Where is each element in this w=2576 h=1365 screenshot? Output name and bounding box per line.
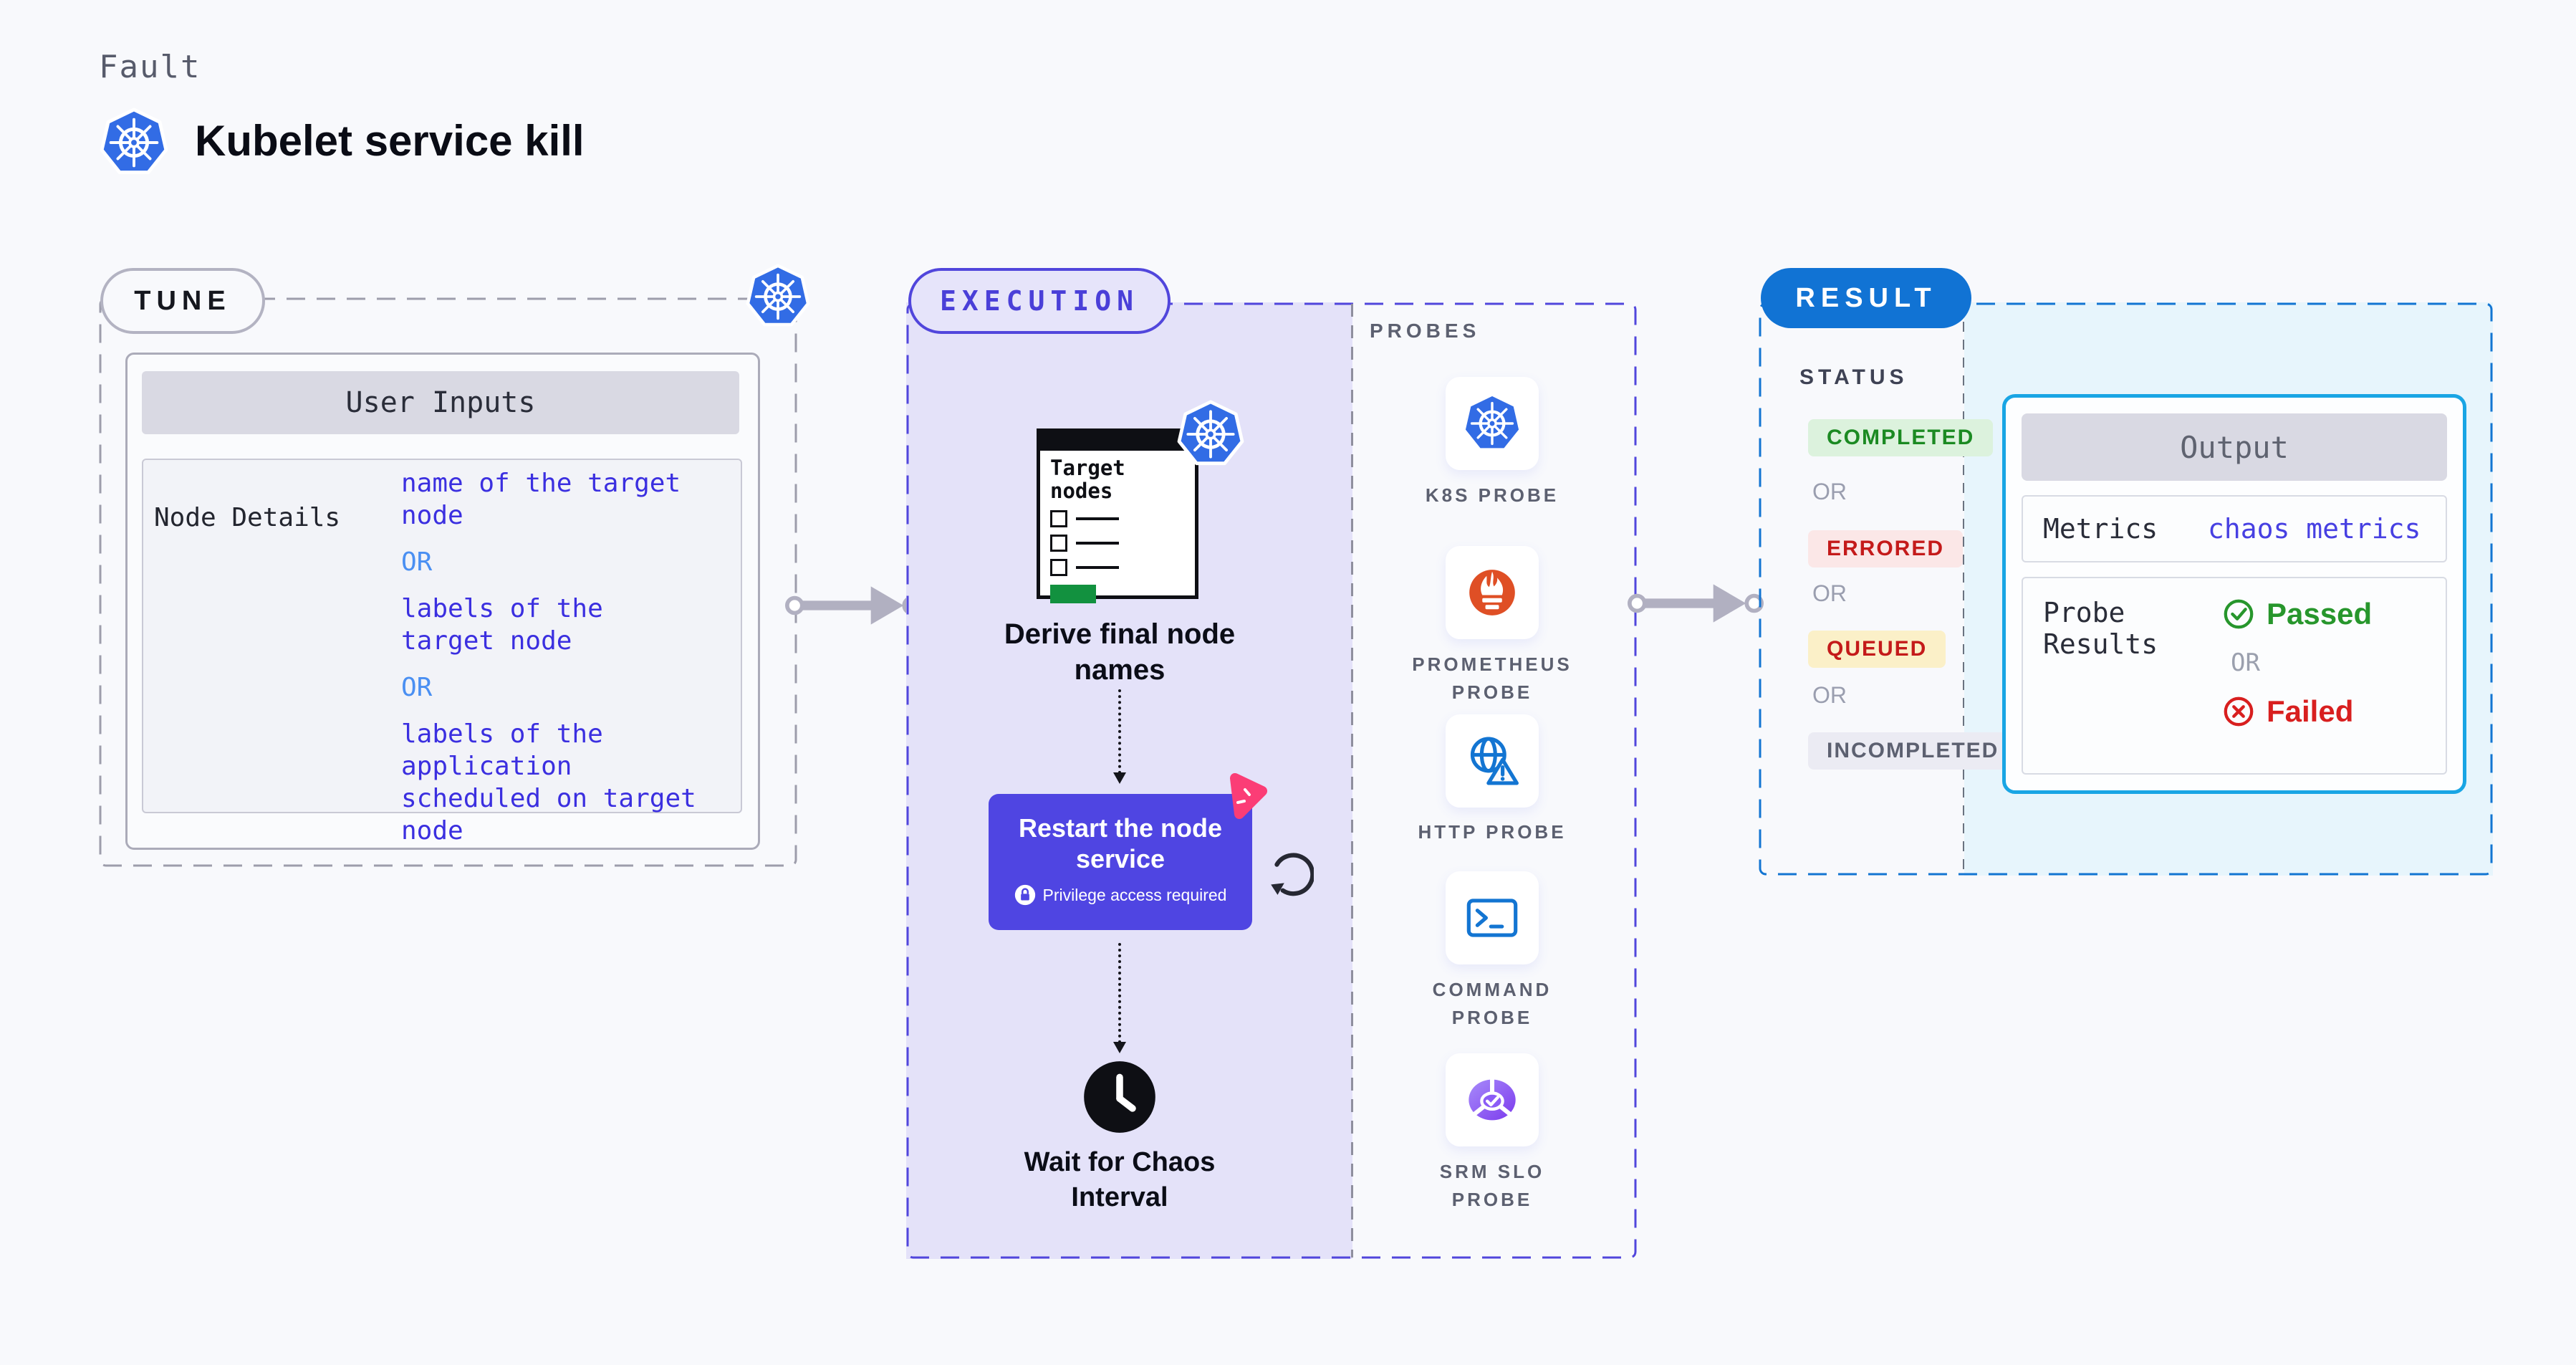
derive-final-node-names-label: Derive final node names xyxy=(1004,618,1236,686)
or-separator: OR xyxy=(1812,479,1847,504)
or-separator: OR xyxy=(2231,648,2260,677)
probe-result-failed: Failed xyxy=(2222,694,2372,729)
kubernetes-icon xyxy=(1176,400,1245,469)
status-badge-completed: COMPLETED xyxy=(1808,419,1994,456)
output-card: Output Metrics chaos metrics Probe Resul… xyxy=(2002,394,2466,794)
probes-title: PROBES xyxy=(1370,320,1481,342)
or-separator: OR xyxy=(401,547,433,577)
probe-result-passed: Passed xyxy=(2222,597,2372,631)
status-badge-queued: QUEUED xyxy=(1808,631,1946,668)
page-title: Kubelet service kill xyxy=(195,117,585,165)
x-circle-icon xyxy=(2222,695,2255,728)
arrow-tune-to-execution xyxy=(785,570,921,641)
user-inputs-body xyxy=(142,459,742,813)
arrowhead xyxy=(1113,1042,1126,1053)
arrowhead xyxy=(1113,772,1126,784)
check-circle-icon xyxy=(2222,598,2255,631)
probe-card-srm-slo xyxy=(1446,1053,1539,1146)
option-app-labels: labels of the application scheduled on t… xyxy=(401,719,696,846)
checkbox-icon xyxy=(1050,534,1067,552)
retry-loop-icon xyxy=(1267,850,1314,897)
green-bar xyxy=(1050,584,1096,603)
execution-badge: EXECUTION xyxy=(908,268,1171,334)
probe-card-k8s xyxy=(1446,377,1539,470)
probe-label: PROMETHEUS PROBE xyxy=(1412,653,1572,703)
checkbox-row xyxy=(1050,509,1185,527)
probe-card-prometheus xyxy=(1446,546,1539,639)
passed-label: Passed xyxy=(2267,597,2373,631)
flow-arrow-down xyxy=(1113,943,1126,1053)
probe-card-http xyxy=(1446,714,1539,808)
kubernetes-icon xyxy=(1461,393,1523,454)
tune-badge: TUNE xyxy=(100,268,265,334)
metrics-row: Metrics chaos metrics xyxy=(2022,495,2447,562)
metrics-label: Metrics xyxy=(2043,513,2158,545)
wait-for-chaos-interval-label: Wait for Chaos Interval xyxy=(1024,1147,1216,1213)
output-header: Output xyxy=(2022,413,2447,481)
document-title-bar xyxy=(1040,432,1195,451)
prometheus-icon xyxy=(1461,562,1523,623)
flow-arrow-down xyxy=(1113,689,1126,784)
terminal-icon xyxy=(1461,887,1523,949)
probe-card-command xyxy=(1446,871,1539,964)
restart-node-service-label: Restart the node service xyxy=(1018,813,1223,874)
probe-label: COMMAND PROBE xyxy=(1432,979,1552,1028)
checkbox-row xyxy=(1050,558,1185,576)
chaos-icon xyxy=(1213,770,1271,827)
status-badge-incompleted: INCOMPLETED xyxy=(1808,732,2018,770)
clock-icon xyxy=(1082,1059,1158,1135)
probe-label: SRM SLO PROBE xyxy=(1439,1161,1545,1210)
probe-label: HTTP PROBE xyxy=(1418,821,1567,843)
node-details-label: Node Details xyxy=(154,503,341,532)
or-separator: OR xyxy=(1812,682,1847,708)
target-nodes-document: Target nodes xyxy=(1037,428,1198,603)
privilege-access-label: Privilege access required xyxy=(1042,885,1227,904)
status-title: STATUS xyxy=(1799,365,1908,389)
kubernetes-icon xyxy=(99,107,169,178)
checkbox-icon xyxy=(1050,509,1067,527)
or-separator: OR xyxy=(401,673,433,702)
target-nodes-label: Target nodes xyxy=(1050,456,1125,504)
option-node-labels: labels of the target node xyxy=(401,594,603,656)
probe-results-row: Probe Results Passed OR Failed xyxy=(2022,577,2447,775)
failed-label: Failed xyxy=(2267,694,2354,728)
probes-divider xyxy=(1351,304,1353,1258)
line xyxy=(1076,565,1119,569)
kubernetes-icon xyxy=(745,264,811,330)
option-node-name: name of the target node xyxy=(401,469,681,530)
metrics-value: chaos metrics xyxy=(2208,513,2421,545)
checkbox-row xyxy=(1050,534,1185,552)
or-separator: OR xyxy=(1812,580,1847,606)
node-details-options: name of the target node OR labels of the… xyxy=(401,467,731,847)
status-output-divider xyxy=(1963,304,1964,874)
globe-warning-icon xyxy=(1461,730,1523,792)
result-badge: RESULT xyxy=(1761,268,1971,328)
slo-pie-check-icon xyxy=(1461,1069,1523,1131)
fault-kicker: Fault xyxy=(99,49,201,85)
line xyxy=(1076,517,1119,520)
user-inputs-header: User Inputs xyxy=(142,371,739,434)
line xyxy=(1076,541,1119,545)
status-badge-errored: ERRORED xyxy=(1808,530,1964,567)
checkbox-icon xyxy=(1050,558,1067,576)
arrow-execution-to-result xyxy=(1628,567,1764,639)
probe-results-label: Probe Results xyxy=(2043,597,2158,660)
lock-icon xyxy=(1014,884,1036,906)
restart-node-service-node: Restart the node service Privilege acces… xyxy=(989,794,1252,930)
probe-label: K8S PROBE xyxy=(1425,484,1559,506)
